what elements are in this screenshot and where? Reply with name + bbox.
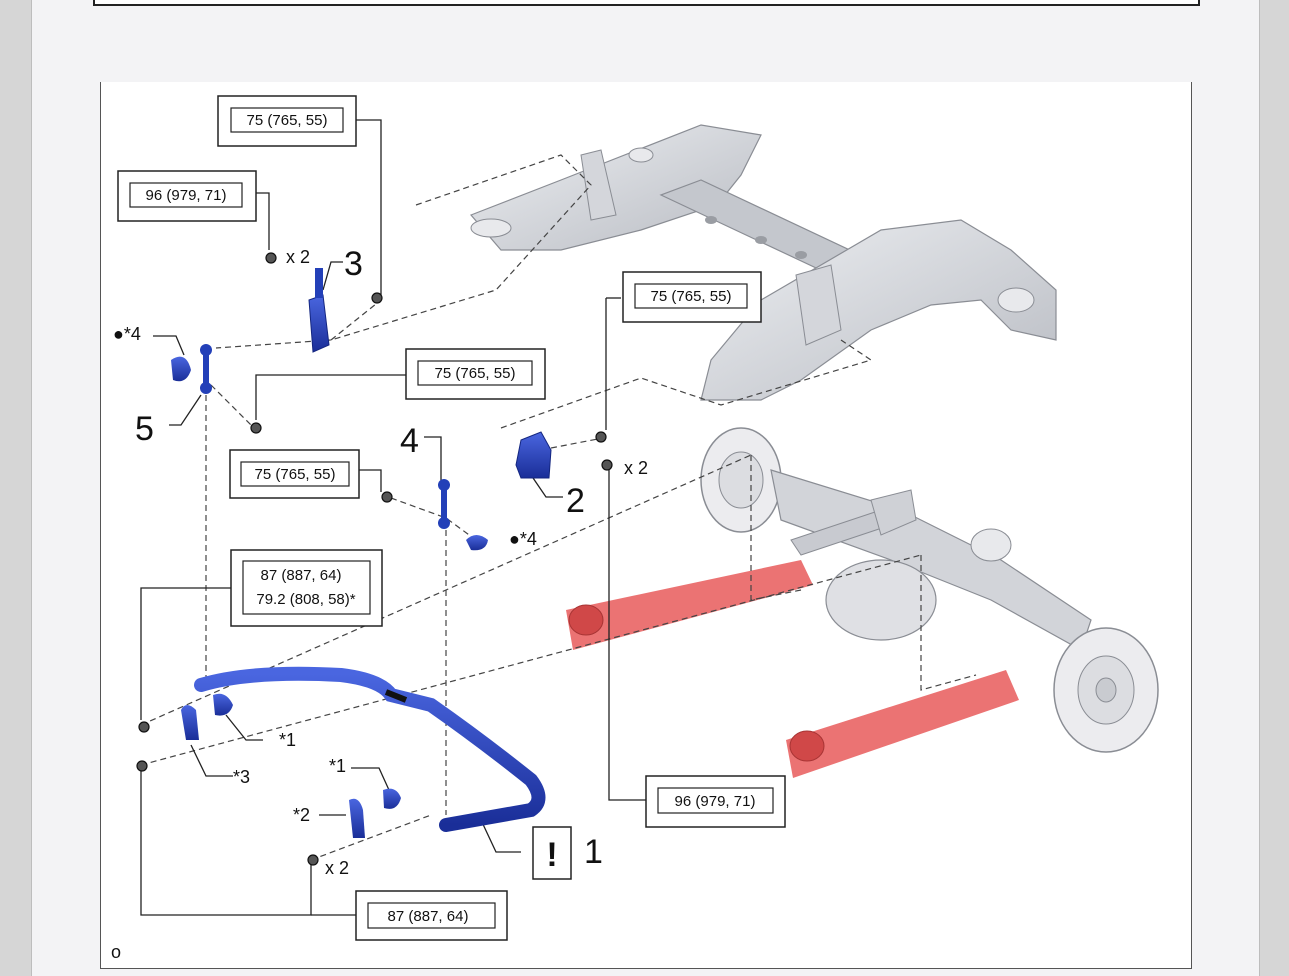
callout-star1-b: *1 xyxy=(329,756,346,776)
part-number-2: 2 xyxy=(566,482,585,520)
part-number-5: 5 xyxy=(135,410,154,448)
bracket-2 xyxy=(515,431,552,479)
part-number-1: 1 xyxy=(584,833,603,871)
quantity-label-a: x 2 xyxy=(286,247,310,267)
torque-box-5: 75 (765, 55) xyxy=(229,449,360,499)
torque-box-4: 75 (765, 55) xyxy=(405,348,546,400)
rear-axle-illustration xyxy=(700,427,1159,753)
callout-star1-a: *1 xyxy=(279,730,296,750)
callout-star4-a: ●*4 xyxy=(113,324,141,344)
torque-box-2: 96 (979, 71) xyxy=(117,170,257,222)
caution-box: ! xyxy=(532,826,572,880)
torque-label-2: 96 (979, 71) xyxy=(146,187,227,204)
stabilizer-bar xyxy=(194,666,546,832)
torque-label-6a: 87 (887, 64) xyxy=(261,567,342,584)
lower-arm-highlight xyxy=(566,560,1019,778)
stabilizer-bracket-3 xyxy=(308,268,330,353)
torque-label-6b: 79.2 (808, 58)* xyxy=(256,591,355,608)
part-number-4: 4 xyxy=(400,422,419,460)
torque-label-3: 75 (765, 55) xyxy=(651,288,732,305)
callout-star2: *2 xyxy=(293,805,310,825)
torque-box-3: 75 (765, 55) xyxy=(622,271,762,323)
callout-star3: *3 xyxy=(233,767,250,787)
previous-figure-frame xyxy=(93,0,1200,6)
torque-label-4: 75 (765, 55) xyxy=(435,365,516,382)
diagram-canvas: 75 (765, 55) 96 (979, 71) 75 (765, 55) 7… xyxy=(111,95,1159,962)
part-number-3: 3 xyxy=(344,245,363,283)
stabilizer-link-4 xyxy=(438,479,488,551)
quantity-label-b: x 2 xyxy=(624,458,648,478)
fasteners xyxy=(136,252,613,866)
torque-box-7: 96 (979, 71) xyxy=(645,775,786,828)
exploded-diagram: 75 (765, 55) 96 (979, 71) 75 (765, 55) 7… xyxy=(100,82,1192,969)
torque-label-8: 87 (887, 64) xyxy=(388,908,469,925)
torque-box-1: 75 (765, 55) xyxy=(217,95,357,147)
bushings-and-brackets xyxy=(181,693,401,838)
quantity-label-c: x 2 xyxy=(325,858,349,878)
callout-star4-b: ●*4 xyxy=(509,529,537,549)
caution-mark: ! xyxy=(546,836,557,874)
stabilizer-link-5 xyxy=(171,344,212,394)
torque-label-1: 75 (765, 55) xyxy=(247,112,328,129)
torque-label-5: 75 (765, 55) xyxy=(255,466,336,483)
leader-lines xyxy=(140,119,646,916)
torque-box-6: 87 (887, 64) 79.2 (808, 58)* xyxy=(230,549,383,627)
torque-label-7: 96 (979, 71) xyxy=(675,793,756,810)
sub-frame-illustration xyxy=(469,124,1057,401)
corner-mark: o xyxy=(111,942,121,962)
torque-box-8: 87 (887, 64) xyxy=(355,890,508,941)
